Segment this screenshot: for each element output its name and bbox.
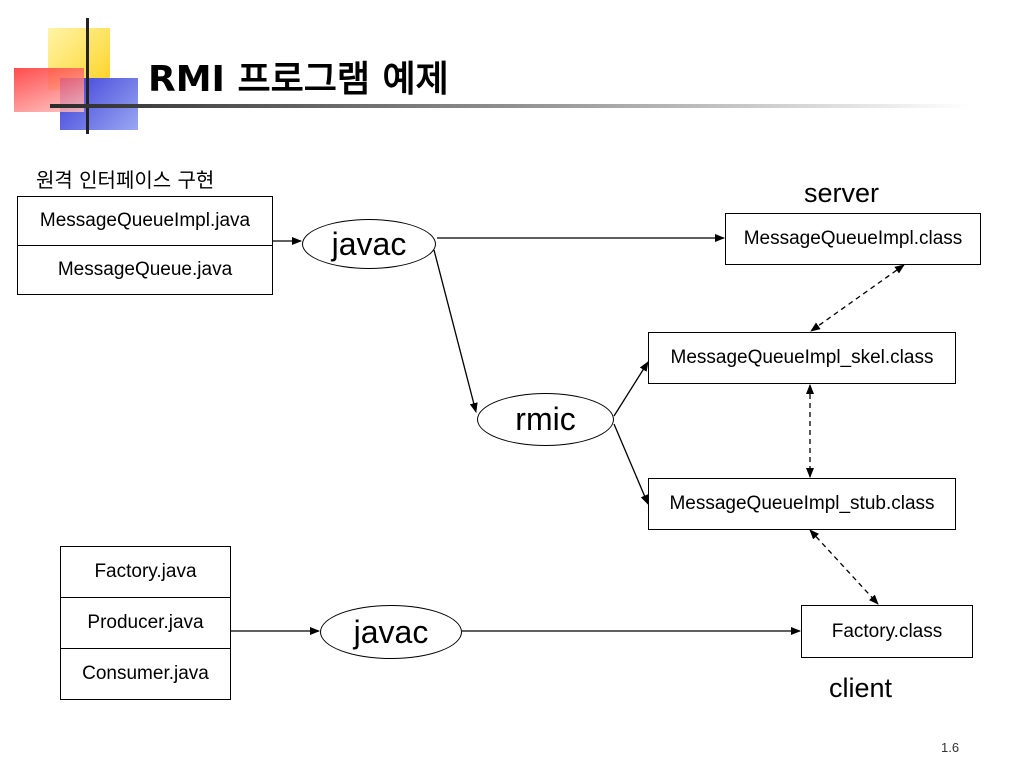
source-file-consumer: Consumer.java [60,648,231,700]
output-skel-class: MessageQueueImpl_skel.class [648,332,956,384]
source-file-producer: Producer.java [60,597,231,649]
arrow-rmic-to-skel [613,361,649,417]
arrow-impl-skel-dashed [810,264,905,332]
arrow-stub-factory-dashed [809,529,879,605]
deco-vertical-line [86,18,89,134]
slide-title: RMI 프로그램 예제 [148,59,449,100]
javac-server-ellipse: javac [302,219,436,269]
arrow-rmic-to-stub [613,423,649,505]
server-label: server [804,178,880,208]
output-impl-class: MessageQueueImpl.class [725,213,981,265]
source-file-factory: Factory.java [60,546,231,598]
output-factory-class: Factory.class [801,605,973,658]
javac-client-ellipse: javac [320,605,462,659]
source-file-messagequeue: MessageQueue.java [17,245,273,295]
title-underline [50,104,970,108]
arrow-javac-to-rmic [433,249,478,413]
source-file-messagequeueimpl: MessageQueueImpl.java [17,196,273,246]
client-label: client [829,673,893,703]
remote-interface-label: 원격 인터페이스 구현 [36,168,215,192]
rmic-ellipse: rmic [477,393,614,446]
page-number: 1.6 [941,740,960,755]
output-stub-class: MessageQueueImpl_stub.class [648,478,956,530]
